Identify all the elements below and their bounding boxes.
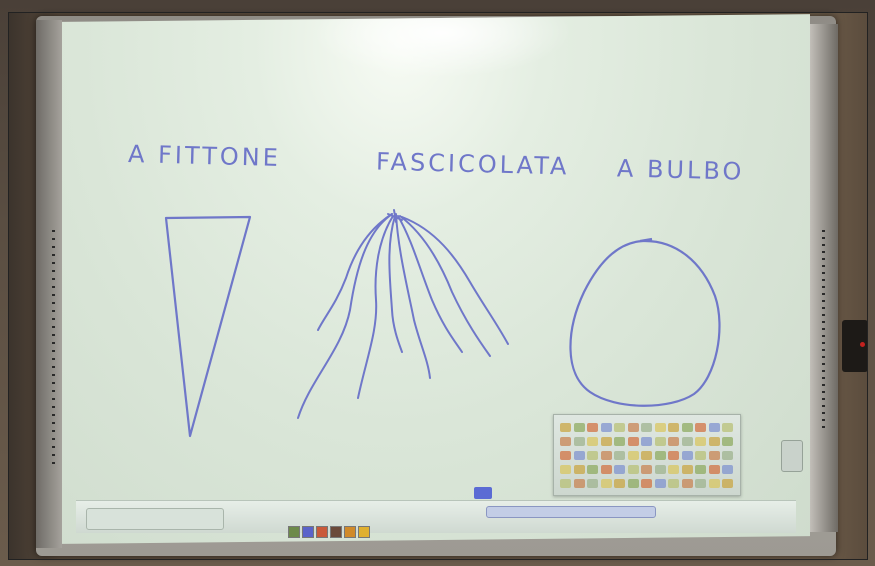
taproot-drawing	[164, 215, 252, 438]
palette-tool-cell[interactable]	[614, 479, 625, 488]
palette-tool-cell[interactable]	[614, 423, 625, 432]
palette-tool-cell[interactable]	[600, 479, 612, 488]
palette-tool-cell[interactable]	[668, 451, 679, 460]
color-chip-red[interactable]	[316, 526, 328, 538]
device-led-icon	[860, 342, 865, 347]
palette-tool-cell[interactable]	[560, 423, 571, 432]
scroll-handle-icon[interactable]	[474, 487, 492, 499]
palette-tool-cell[interactable]	[641, 451, 652, 460]
palette-tool-cell[interactable]	[627, 423, 639, 432]
palette-tool-cell[interactable]	[587, 451, 598, 460]
color-chip-blue[interactable]	[302, 526, 314, 538]
palette-tool-cell[interactable]	[641, 465, 652, 474]
palette-tool-cell[interactable]	[641, 423, 652, 432]
palette-tool-cell[interactable]	[708, 479, 720, 488]
color-chip-orange[interactable]	[344, 526, 356, 538]
palette-tool-cell[interactable]	[681, 479, 693, 488]
palette-tool-cell[interactable]	[573, 479, 585, 488]
palette-tool-cell[interactable]	[560, 465, 571, 474]
palette-tool-cell[interactable]	[708, 437, 720, 446]
palette-tool-cell[interactable]	[573, 465, 585, 474]
palette-tool-cell[interactable]	[587, 437, 598, 446]
palette-tool-cell[interactable]	[614, 437, 625, 446]
palette-tool-cell[interactable]	[722, 479, 733, 488]
palette-tool-cell[interactable]	[695, 479, 706, 488]
corner-tool-button[interactable]	[781, 440, 803, 472]
palette-tool-cell[interactable]	[600, 451, 612, 460]
palette-tool-cell[interactable]	[695, 451, 706, 460]
palette-tool-cell[interactable]	[668, 465, 679, 474]
color-chip-yellow[interactable]	[358, 526, 370, 538]
left-sensor-dots	[52, 230, 55, 470]
right-sensor-dots	[822, 230, 825, 430]
palette-tool-cell[interactable]	[695, 437, 706, 446]
palette-tool-cell[interactable]	[708, 423, 720, 432]
palette-tool-cell[interactable]	[668, 479, 679, 488]
palette-tool-cell[interactable]	[654, 423, 666, 432]
palette-tool-cell[interactable]	[614, 451, 625, 460]
palette-tool-cell[interactable]	[695, 423, 706, 432]
palette-tool-cell[interactable]	[600, 437, 612, 446]
toolbar-tool-group[interactable]	[86, 508, 224, 530]
palette-tool-cell[interactable]	[560, 437, 571, 446]
palette-tool-cell[interactable]	[668, 423, 679, 432]
palette-tool-cell[interactable]	[560, 451, 571, 460]
toolbar-slider[interactable]	[486, 506, 656, 518]
fibrous-roots-drawing	[297, 209, 509, 419]
palette-tool-cell[interactable]	[681, 451, 693, 460]
palette-tool-cell[interactable]	[654, 437, 666, 446]
palette-tool-cell[interactable]	[641, 437, 652, 446]
palette-tool-cell[interactable]	[654, 479, 666, 488]
palette-tool-cell[interactable]	[681, 437, 693, 446]
palette-tool-cell[interactable]	[587, 479, 598, 488]
color-chip-green[interactable]	[288, 526, 300, 538]
palette-tool-cell[interactable]	[641, 479, 652, 488]
palette-tool-cell[interactable]	[627, 479, 639, 488]
whiteboard-left-rail	[36, 20, 62, 548]
color-chip-brown[interactable]	[330, 526, 342, 538]
palette-tool-cell[interactable]	[654, 451, 666, 460]
palette-tool-cell[interactable]	[627, 451, 639, 460]
palette-tool-cell[interactable]	[654, 465, 666, 474]
palette-tool-cell[interactable]	[668, 437, 679, 446]
palette-tool-cell[interactable]	[600, 423, 612, 432]
tool-palette-panel[interactable]	[553, 414, 741, 496]
palette-tool-cell[interactable]	[573, 451, 585, 460]
palette-tool-cell[interactable]	[627, 465, 639, 474]
bulb-drawing	[569, 237, 721, 407]
palette-tool-cell[interactable]	[722, 451, 733, 460]
palette-tool-cell[interactable]	[681, 423, 693, 432]
palette-tool-cell[interactable]	[587, 423, 598, 432]
palette-tool-cell[interactable]	[627, 437, 639, 446]
palette-tool-cell[interactable]	[722, 423, 733, 432]
palette-tool-cell[interactable]	[708, 451, 720, 460]
palette-tool-cell[interactable]	[573, 423, 585, 432]
palette-tool-cell[interactable]	[722, 465, 733, 474]
palette-tool-cell[interactable]	[695, 465, 706, 474]
palette-tool-cell[interactable]	[708, 465, 720, 474]
palette-tool-cell[interactable]	[600, 465, 612, 474]
palette-tool-cell[interactable]	[573, 437, 585, 446]
palette-tool-cell[interactable]	[560, 479, 571, 488]
palette-tool-cell[interactable]	[614, 465, 625, 474]
palette-tool-cell[interactable]	[681, 465, 693, 474]
palette-tool-cell[interactable]	[722, 437, 733, 446]
palette-tool-cell[interactable]	[587, 465, 598, 474]
